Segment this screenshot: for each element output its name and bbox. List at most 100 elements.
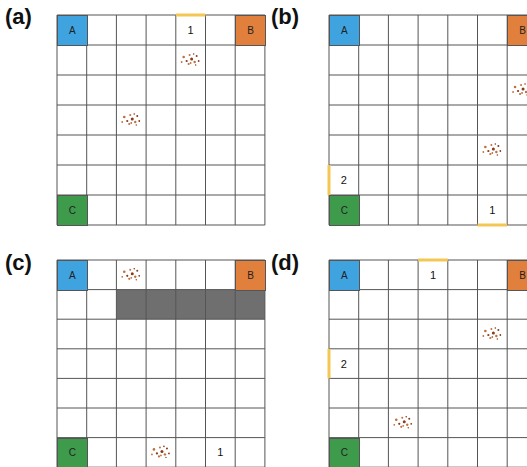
dirt-icon bbox=[401, 417, 403, 419]
dirt-icon bbox=[164, 453, 166, 455]
dirt-icon bbox=[190, 58, 193, 61]
dirt-icon bbox=[158, 455, 160, 457]
grid-line bbox=[329, 105, 527, 106]
dirt-icon bbox=[138, 120, 140, 122]
dirt-icon bbox=[482, 151, 484, 153]
dirt-icon bbox=[499, 150, 501, 152]
grid-line bbox=[57, 195, 265, 196]
dirt-icon bbox=[156, 452, 158, 454]
dirt-icon bbox=[193, 53, 195, 55]
dirt-icon bbox=[196, 55, 198, 57]
dirt-icon bbox=[166, 447, 168, 449]
dirt-icon bbox=[487, 334, 489, 336]
dirt-icon bbox=[519, 93, 521, 95]
grid-line bbox=[57, 260, 265, 261]
cell-letter: B bbox=[247, 25, 254, 36]
dirt-icon bbox=[405, 416, 407, 418]
grid-line bbox=[329, 260, 330, 467]
dirt-icon bbox=[408, 418, 410, 420]
grid-line bbox=[57, 378, 265, 379]
grid-line bbox=[235, 260, 236, 467]
dirt-icon bbox=[489, 153, 491, 155]
dirt-icon bbox=[136, 279, 137, 280]
grid-line bbox=[57, 105, 265, 106]
dirt-icon bbox=[153, 448, 156, 451]
dirt-icon bbox=[495, 335, 497, 337]
dirt-icon bbox=[522, 88, 525, 91]
dirt-icon bbox=[489, 337, 491, 339]
dirt-icon bbox=[491, 336, 493, 338]
grid-line bbox=[329, 135, 527, 136]
panel-label: (d) bbox=[271, 250, 299, 276]
location-cell: C bbox=[329, 195, 360, 226]
dirt-icon bbox=[190, 62, 192, 64]
grid-line bbox=[358, 260, 359, 467]
grid-line bbox=[57, 408, 265, 409]
panel-label: (c) bbox=[5, 250, 32, 276]
location-cell: B bbox=[235, 15, 266, 46]
dirt-icon bbox=[398, 423, 400, 425]
dirt-icon bbox=[131, 118, 134, 121]
grid-line bbox=[388, 260, 389, 467]
location-cell: A bbox=[329, 260, 360, 291]
location-cell: A bbox=[57, 15, 88, 46]
grid-line bbox=[116, 260, 117, 467]
grid-line bbox=[264, 15, 265, 225]
grid-line bbox=[418, 15, 419, 225]
grid-line bbox=[358, 15, 359, 225]
callout-number: 2 bbox=[341, 358, 347, 370]
grid-line bbox=[57, 45, 265, 46]
callout-number: 1 bbox=[188, 24, 194, 36]
location-cell: A bbox=[329, 15, 360, 46]
dirt-icon bbox=[136, 270, 138, 272]
dirt-icon bbox=[130, 122, 132, 124]
grid-line bbox=[116, 15, 117, 225]
callout-number: 1 bbox=[217, 446, 223, 458]
dirt-icon bbox=[497, 329, 499, 331]
dirt-icon bbox=[138, 275, 140, 277]
grid-line bbox=[507, 15, 508, 225]
grid-line bbox=[146, 260, 147, 467]
grid-line bbox=[477, 15, 478, 225]
cell-letter: A bbox=[69, 270, 76, 281]
cell-letter: B bbox=[519, 25, 526, 36]
location-cell: B bbox=[507, 15, 527, 46]
grid-line bbox=[329, 15, 330, 225]
callout-number: 2 bbox=[341, 174, 347, 186]
dirt-icon bbox=[134, 276, 136, 278]
callout-number: 1 bbox=[430, 269, 436, 281]
grid-line bbox=[329, 165, 527, 166]
dirt-icon bbox=[512, 91, 514, 93]
grid-line bbox=[329, 348, 527, 349]
dirt-icon bbox=[128, 123, 130, 125]
panel-label: (a) bbox=[5, 4, 32, 30]
cell-letter: C bbox=[341, 205, 348, 216]
dirt-icon bbox=[484, 330, 487, 333]
grid-line bbox=[329, 75, 527, 76]
dirt-icon bbox=[490, 144, 492, 146]
dirt-icon bbox=[492, 148, 495, 151]
door-segment bbox=[328, 165, 331, 195]
dirt-icon bbox=[182, 56, 185, 59]
cell-letter: B bbox=[247, 270, 254, 281]
dirt-icon bbox=[520, 84, 522, 86]
grid-line bbox=[447, 15, 448, 225]
dirt-icon bbox=[129, 114, 131, 116]
dirt-icon bbox=[495, 327, 497, 329]
cell-letter: A bbox=[69, 25, 76, 36]
dirt-icon bbox=[189, 54, 191, 56]
grid-line bbox=[235, 15, 236, 225]
dirt-icon bbox=[121, 121, 123, 123]
grid-line bbox=[175, 15, 176, 225]
grid-line bbox=[329, 319, 527, 320]
dirt-icon bbox=[410, 423, 412, 425]
dirt-icon bbox=[128, 278, 130, 280]
grid-line bbox=[205, 260, 206, 467]
dirt-icon bbox=[159, 446, 161, 448]
dirt-icon bbox=[403, 420, 406, 423]
dirt-icon bbox=[123, 271, 126, 274]
dirt-icon bbox=[514, 86, 517, 89]
location-cell: C bbox=[329, 438, 360, 467]
dirt-icon bbox=[129, 269, 131, 271]
dirt-icon bbox=[121, 276, 123, 278]
